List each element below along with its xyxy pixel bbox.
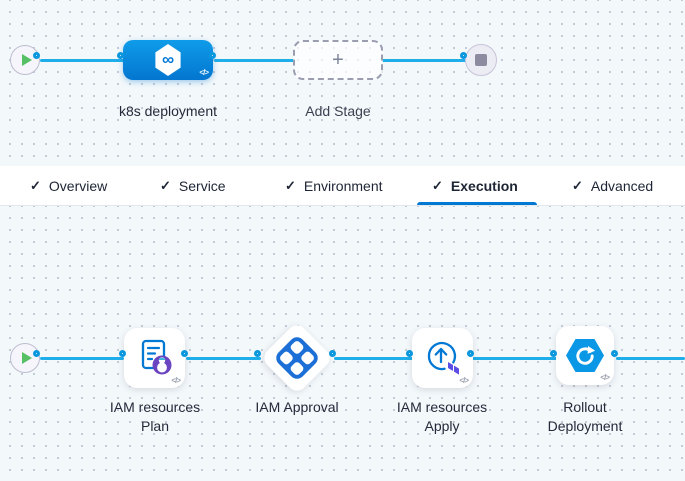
tab-service[interactable]: ✓ Service (160, 166, 226, 206)
step-node-iam-resources-plan[interactable]: </> (124, 328, 185, 388)
connector-line (382, 58, 467, 62)
yaml-code-toggle-icon[interactable]: </> (199, 68, 209, 77)
tab-label: Environment (303, 178, 383, 194)
step-node-rollout-deployment[interactable]: </> (556, 326, 614, 385)
connector-dot (406, 350, 413, 357)
stage-label: k8s deployment (118, 103, 218, 119)
connector-dot (117, 52, 124, 59)
stage-config-tabbar: ✓ Overview ✓ Service ✓ Environment ✓ Exe… (0, 166, 685, 206)
tab-label: Overview (48, 178, 108, 194)
step-node-iam-resources-apply[interactable]: </> (412, 328, 473, 388)
connector-dot (181, 350, 188, 357)
stage-node-k8s-deployment[interactable]: ∞ </> (123, 40, 213, 80)
connector-line (616, 356, 685, 360)
pipeline-start-node (10, 45, 40, 75)
tab-label: Execution (450, 178, 518, 194)
add-stage-label: Add Stage (305, 103, 371, 119)
yaml-code-toggle-icon[interactable]: </> (171, 376, 181, 385)
stop-icon (475, 54, 487, 66)
connector-dot (611, 350, 618, 357)
connector-line (334, 356, 413, 360)
connector-line (40, 58, 124, 62)
connector-dot (33, 350, 40, 357)
connector-dot (460, 52, 467, 59)
play-icon (21, 352, 32, 364)
connector-dot (33, 52, 40, 59)
connector-dot (119, 350, 126, 357)
rollout-deployment-icon (566, 339, 604, 372)
connector-line (186, 356, 261, 360)
infinity-glyph: ∞ (161, 49, 175, 69)
connector-line (40, 356, 124, 360)
approval-icon (272, 333, 322, 383)
check-icon: ✓ (285, 178, 296, 193)
stage-canvas: ∞ </> k8s deployment + Add Stage (0, 0, 685, 166)
pipeline-end-node (465, 44, 497, 76)
tab-label: Advanced (590, 178, 654, 194)
connector-dot (254, 350, 261, 357)
connector-dot (550, 350, 557, 357)
connector-line (472, 356, 557, 360)
step-label: IAM resources Apply (396, 399, 488, 434)
terraform-apply-icon (427, 341, 459, 375)
yaml-code-toggle-icon[interactable]: </> (459, 376, 469, 385)
connector-dot (329, 350, 336, 357)
plus-icon: + (332, 49, 344, 71)
tab-overview[interactable]: ✓ Overview (30, 166, 107, 206)
check-icon: ✓ (572, 178, 583, 193)
step-node-iam-approval[interactable] (260, 321, 334, 395)
terraform-plan-icon (141, 339, 171, 375)
tab-execution[interactable]: ✓ Execution (432, 166, 518, 206)
connector-dot (467, 350, 474, 357)
step-label: Rollout Deployment (547, 399, 623, 434)
tab-label: Service (178, 178, 226, 194)
yaml-code-toggle-icon[interactable]: </> (600, 373, 610, 382)
check-icon: ✓ (30, 178, 41, 193)
execution-start-node (10, 343, 40, 373)
add-stage-button[interactable]: + (293, 40, 383, 80)
check-icon: ✓ (432, 178, 443, 193)
play-icon (21, 54, 32, 66)
active-tab-underline (417, 202, 537, 205)
connector-dot (209, 52, 216, 59)
execution-canvas: </> IAM resources Plan IAM Approval </> … (0, 206, 685, 481)
step-label: IAM resources Plan (109, 399, 201, 434)
tab-environment[interactable]: ✓ Environment (285, 166, 383, 206)
connector-line (214, 58, 294, 62)
tab-advanced[interactable]: ✓ Advanced (572, 166, 653, 206)
harness-pipeline-icon: ∞ (155, 44, 181, 76)
step-label: IAM Approval (255, 399, 339, 415)
check-icon: ✓ (160, 178, 171, 193)
